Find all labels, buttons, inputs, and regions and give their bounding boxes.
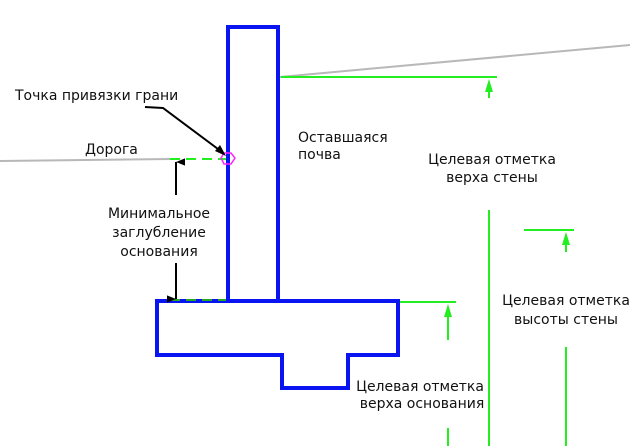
wall-footing (155, 299, 400, 390)
anchor-leader-arrowhead (215, 145, 226, 156)
wall-height-label-line2: высоты стены (514, 312, 618, 328)
road-ground-line (0, 158, 173, 162)
footing-top-arrowhead (444, 304, 452, 317)
anchor-point-label: Точка привязки грани (14, 88, 178, 104)
min-depth-label-line3: основания (120, 244, 198, 260)
anchor-point-icon (220, 152, 236, 165)
remaining-soil-label-line2: почва (298, 147, 341, 163)
wall-top-label-line2: верха стены (446, 170, 538, 186)
wall-height-arrowhead (562, 232, 570, 245)
remaining-soil-label-line1: Оставшаяся (298, 130, 388, 146)
wall-top-label-line1: Целевая отметка (428, 152, 556, 168)
road-label: Дорога (85, 142, 138, 158)
footing-top-label-line1: Целевая отметка (356, 379, 484, 395)
remaining-soil-ground-line (279, 44, 631, 78)
footing-top-label-line2: верха основания (360, 396, 485, 412)
wall-height-label-line1: Целевая отметка (502, 293, 630, 309)
min-depth-label-line2: заглубление (112, 225, 206, 241)
wall-top-arrowhead (485, 79, 493, 92)
anchor-leader-line (144, 106, 223, 153)
min-depth-label-line1: Минимальное (108, 206, 210, 222)
wall-stem (226, 25, 280, 301)
